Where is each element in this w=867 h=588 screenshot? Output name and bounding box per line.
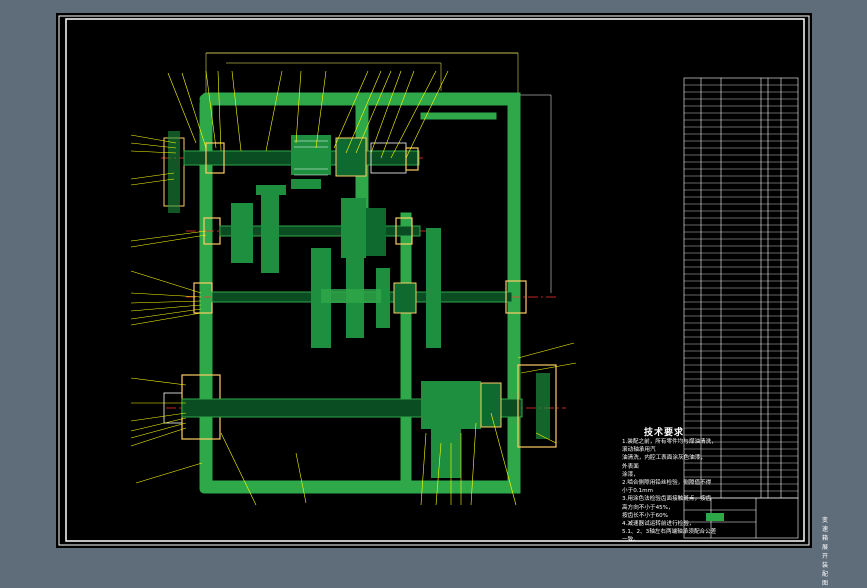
technical-requirement-line: 油清洗，内腔工表面涂灰色油漆， <box>622 455 706 462</box>
leader-lines-bottom <box>220 342 577 506</box>
technical-requirement-line: 1.装配之前，所有零件均与煤油清洗， <box>622 439 717 445</box>
technical-requirement-line: 一致。 <box>622 537 639 544</box>
technical-requirement-line: 高方向不小于45%， <box>622 504 674 511</box>
technical-requirement-line: 小于0.1mm <box>622 488 653 495</box>
drawing-sheet: 技术要求 1.装配之前，所有零件均与煤油清洗， 滚动轴承用汽油清洗，内腔工表面涂灰… <box>56 13 828 587</box>
intermediate-shaft-2 <box>203 193 421 273</box>
technical-requirement-line: 外表面 <box>622 463 639 470</box>
technical-requirement-line: 4.减速器试运转前进行检验， <box>622 521 695 528</box>
technical-requirements: 技术要求 1.装配之前，所有零件均与煤油清洗， 滚动轴承用汽油清洗，内腔工表面涂灰… <box>622 425 732 545</box>
technical-requirement-line: 3.用涂色法检验齿面接触斑点，按齿 <box>622 496 712 503</box>
parts-list-rows <box>684 84 798 492</box>
leader-lines-left <box>130 134 207 484</box>
title-block-name: 变速箱展 开装配图 <box>822 516 828 588</box>
output-shaft <box>163 364 557 478</box>
intermediate-shaft-3 <box>193 228 527 348</box>
drawing-name-line1: 变速箱展 <box>822 517 829 551</box>
gearbox-assembly-drawing <box>58 15 810 546</box>
drawing-name-line2: 开装配图 <box>822 553 829 587</box>
technical-requirement-line: 5.1、2、3轴左右两端轴承须配合公差 <box>622 529 717 536</box>
title-block-mark <box>706 513 724 521</box>
technical-requirements-title: 技术要求 <box>644 428 685 438</box>
input-shaft <box>163 131 420 213</box>
leader-lines-top <box>167 70 449 159</box>
technical-requirement-line: 2.啮合侧隙用铅丝检验，侧隙值不得 <box>622 480 712 487</box>
technical-requirements-lines: 1.装配之前，所有零件均与煤油清洗， 滚动轴承用汽油清洗，内腔工表面涂灰色油漆，外… <box>622 438 732 545</box>
technical-requirement-line: 按齿长不小于60% <box>622 512 668 519</box>
inner-frame <box>65 18 805 542</box>
outer-frame <box>58 15 810 546</box>
technical-requirement-line: 滚动轴承用汽 <box>622 447 656 454</box>
gearbox-housing <box>199 92 521 494</box>
technical-requirement-line: 涂漆， <box>622 471 639 478</box>
